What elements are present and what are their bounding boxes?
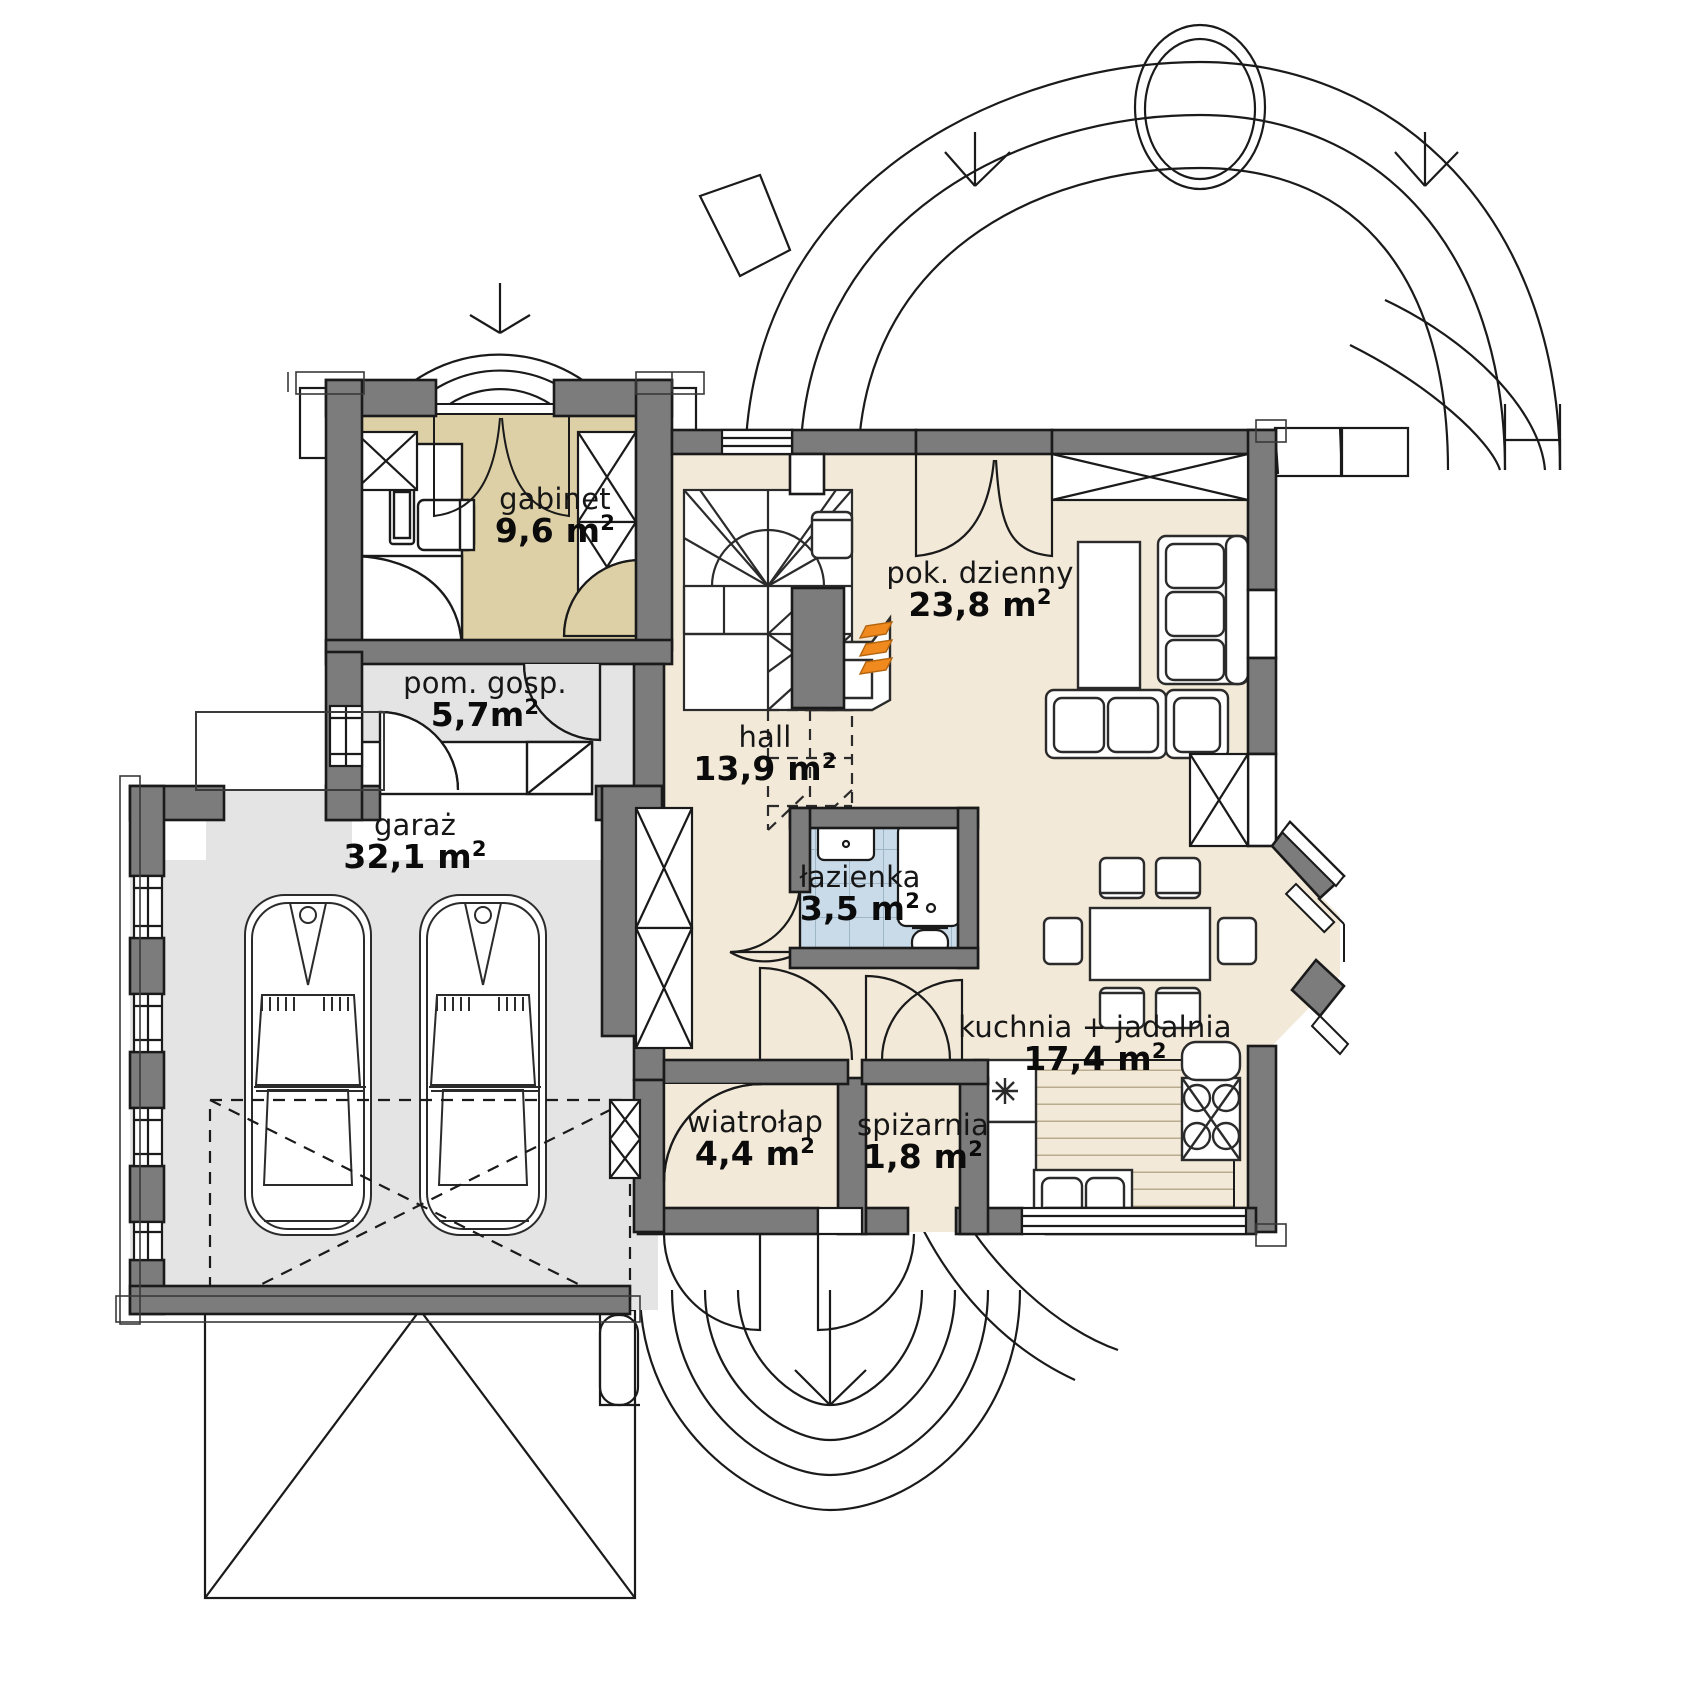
oval-skylight xyxy=(1133,23,1267,191)
curved-terrace-roof xyxy=(698,23,1562,471)
car-outline xyxy=(244,894,547,1236)
gabinet-corner-windows xyxy=(353,430,638,614)
living-room-furniture xyxy=(810,510,1250,760)
garage-canopy-roof xyxy=(203,1308,637,1600)
windows xyxy=(132,428,1350,1262)
room-garaz xyxy=(130,790,658,1310)
fireplace-flame-icon xyxy=(858,621,894,675)
dining-furniture xyxy=(1042,856,1258,1030)
construction-lines xyxy=(115,371,1287,1325)
doors xyxy=(195,454,1054,1332)
tv-cabinet xyxy=(1076,540,1142,690)
right-terrace-arc xyxy=(1273,299,1547,478)
entry-steps xyxy=(598,1189,1119,1512)
gabinet-door xyxy=(562,558,642,638)
dining-table xyxy=(1088,906,1212,982)
